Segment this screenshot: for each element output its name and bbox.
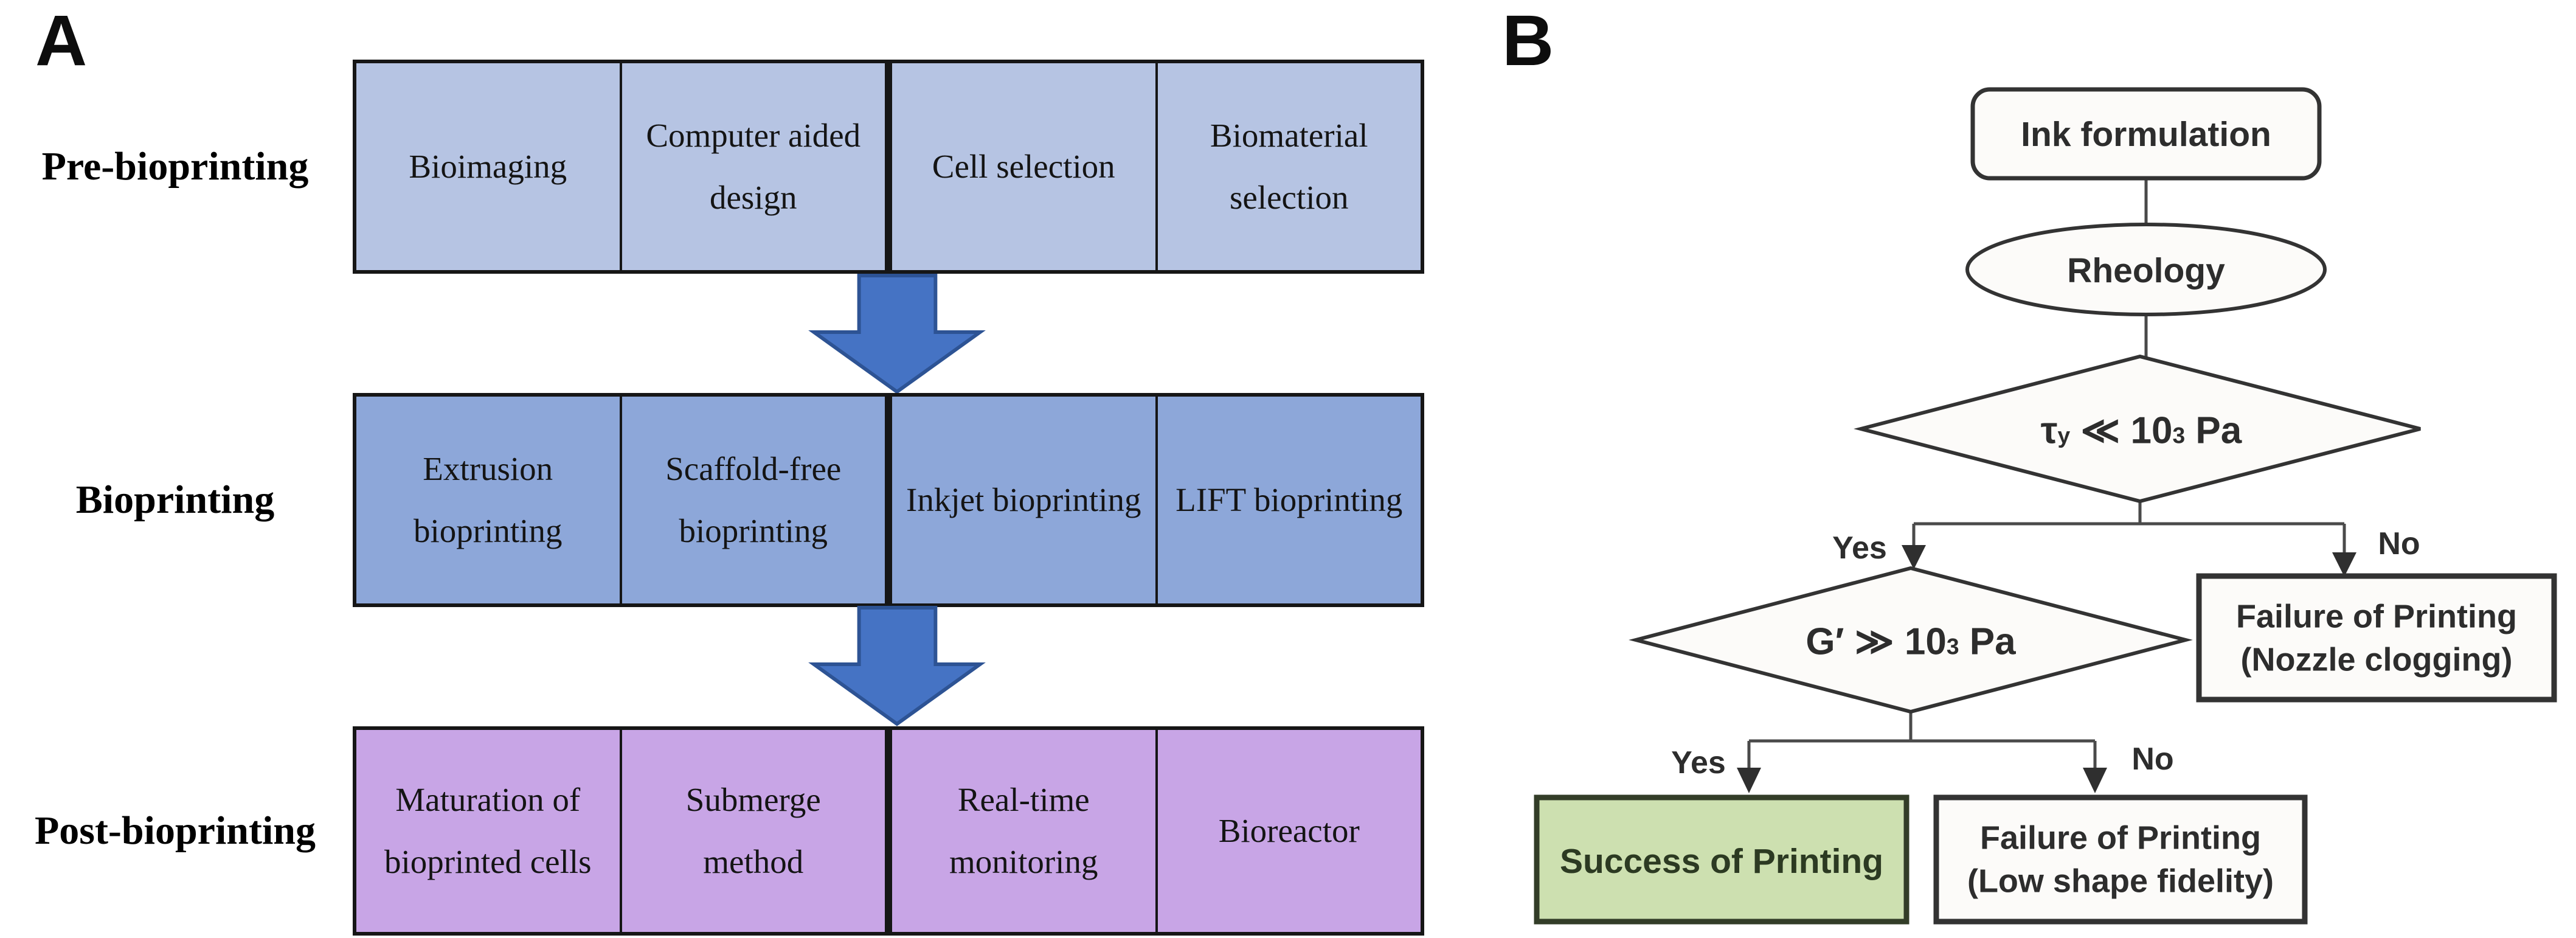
down-arrow-shape — [808, 274, 986, 394]
failure-nozzle-text: Failure of Printing (Nozzle clogging) — [2194, 596, 2559, 683]
flow-connectors — [1747, 178, 2346, 770]
flowchart-graphic — [1534, 87, 2557, 925]
row-label-post-bioprinting: Post-bioprinting — [34, 808, 316, 853]
down-arrow-shape — [808, 606, 986, 726]
cell-cell-selection: Cell selection — [892, 63, 1158, 270]
branch-yes-1-label: Yes — [1832, 530, 1887, 566]
storage-modulus-condition-text: G′ ≫ 103 Pa — [1806, 619, 2015, 664]
bioprinting-row: Extrusion bioprinting Scaffold-free biop… — [353, 393, 1424, 607]
rheology-node — [1965, 223, 2327, 316]
failure-nozzle-line2: (Nozzle clogging) — [2240, 642, 2513, 678]
failure-fidelity-text: Failure of Printing (Low shape fidelity) — [1938, 817, 2303, 904]
cell-extrusion-bioprinting: Extrusion bioprinting — [356, 397, 622, 603]
cell-bioimaging: Bioimaging — [356, 63, 622, 270]
cell-submerge-method: Submerge method — [622, 730, 892, 932]
failure-fidelity-node — [1933, 794, 2308, 925]
tau-symbol: τ — [2040, 409, 2058, 452]
flow-arrowheads — [1737, 545, 2356, 793]
much-greater-than-10: ≫ 10 — [1844, 620, 1947, 663]
panel-a-label: A — [35, 1, 88, 81]
yield-stress-decision-node — [1854, 354, 2421, 504]
cell-inkjet-bioprinting: Inkjet bioprinting — [892, 397, 1158, 603]
rheology-text: Rheology — [2067, 251, 2225, 290]
branch-no-2-label: No — [2131, 742, 2174, 777]
down-arrow-icon — [808, 274, 986, 394]
row-label-pre-bioprinting: Pre-bioprinting — [41, 144, 309, 189]
success-node — [1534, 794, 1909, 925]
g-prime-symbol: G′ — [1806, 620, 1844, 663]
post-bioprinting-row: Maturation of bioprinted cells Submerge … — [353, 726, 1424, 936]
panel-b-label: B — [1502, 1, 1554, 81]
yield-stress-condition-text: τy ≪ 103 Pa — [2041, 408, 2242, 453]
branch-no-1-label: No — [2378, 526, 2420, 561]
failure-fidelity-line1: Failure of Printing — [1979, 819, 2261, 856]
row-label-bioprinting: Bioprinting — [75, 478, 275, 522]
cell-biomaterial-selection: Biomaterial selection — [1210, 117, 1368, 216]
storage-modulus-decision-node — [1629, 566, 2193, 714]
down-arrow-icon — [808, 606, 986, 726]
ink-formulation-node — [1970, 87, 2322, 181]
failure-nozzle-node — [2196, 573, 2557, 703]
exponent-3: 3 — [1946, 633, 1959, 659]
cell-bioreactor: Bioreactor — [1218, 812, 1360, 850]
branch-yes-2-label: Yes — [1671, 745, 1726, 780]
cell-scaffold-free-bioprinting: Scaffold-free bioprinting — [622, 397, 892, 603]
cell-computer-aided-design: Computer aided design — [622, 63, 892, 270]
cell-lift-bioprinting: LIFT bioprinting — [1175, 481, 1403, 519]
success-text: Success of Printing — [1559, 842, 1884, 881]
cell-maturation-of-bioprinted-cells: Maturation of bioprinted cells — [356, 730, 622, 932]
ink-formulation-text: Ink formulation — [2021, 115, 2271, 154]
much-less-than-10: ≪ 10 — [2070, 409, 2173, 452]
pa-unit: Pa — [2185, 409, 2242, 452]
cell-real-time-monitoring: Real-time monitoring — [892, 730, 1158, 932]
exponent-3: 3 — [2172, 422, 2186, 448]
failure-fidelity-line2: (Low shape fidelity) — [1967, 863, 2274, 900]
tau-subscript: y — [2057, 422, 2071, 448]
pa-unit: Pa — [1959, 620, 2016, 663]
failure-nozzle-line1: Failure of Printing — [2235, 598, 2517, 635]
pre-bioprinting-row: Bioimaging Computer aided design Cell se… — [353, 60, 1424, 274]
